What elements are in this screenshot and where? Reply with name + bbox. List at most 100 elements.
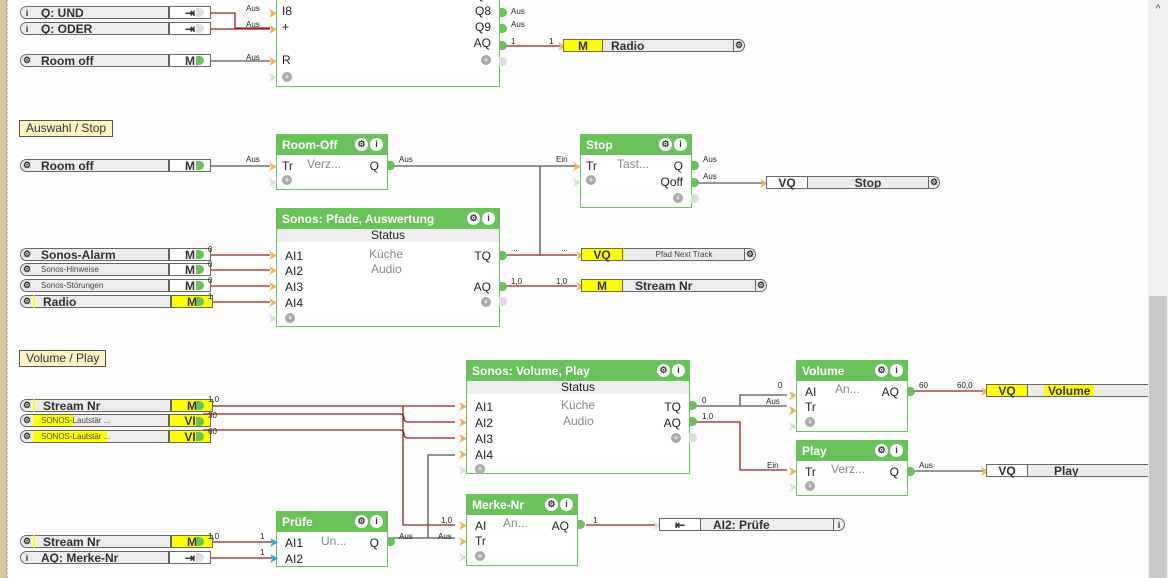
input-pin[interactable] [981,387,989,396]
scroll-up-icon[interactable]: ^ [1155,3,1161,15]
input-pin[interactable] [269,298,277,307]
input-pin[interactable] [789,422,797,431]
input-pin[interactable] [459,466,467,475]
output-pin[interactable] [196,537,204,546]
input-pin[interactable] [269,25,277,34]
info-icon[interactable]: i [672,364,685,377]
gear-icon[interactable]: ⚙ [355,515,368,528]
input-aq-merke-nr[interactable]: i AQ: Merke-Nr ⇥ [20,551,211,565]
input-pin[interactable] [269,266,277,275]
input-pin[interactable] [459,553,467,562]
scrollbar-thumb[interactable] [1149,296,1167,578]
output-pin[interactable] [691,178,699,187]
output-pin[interactable] [689,433,697,442]
input-sonos-stoerungen[interactable]: ⚙ Sonos-Störungen M [20,279,211,293]
input-q-und[interactable]: i Q: UND ⇥ [20,6,211,20]
output-pin[interactable] [387,161,395,170]
output-radio[interactable]: M Radio ⚙ [563,39,745,53]
output-pin[interactable] [689,401,697,410]
gear-icon[interactable]: ⚙ [355,138,368,151]
input-radio[interactable]: ⚙ Radio M [20,295,213,309]
output-ai2-pruefe[interactable]: ⇤ AI2: Prüfe i [659,518,845,532]
input-pin[interactable] [270,538,278,547]
input-sonos-hinweise[interactable]: ⚙ Sonos-Hinweise M [20,263,211,277]
output-pin[interactable] [499,282,507,291]
input-pin[interactable] [558,42,566,51]
gear-icon[interactable]: ⚙ [734,39,745,52]
output-play[interactable]: VQ Play [986,464,1168,478]
output-pin[interactable] [689,417,697,426]
block-pruefe[interactable]: Prüfe ⚙i AI1 AI2 Un... Q [276,511,388,567]
block-play[interactable]: Play ⚙i Tr Verz... Q + [796,440,908,496]
input-pin[interactable] [789,406,797,415]
input-stream-nr[interactable]: ⚙ Stream Nr M [20,399,213,413]
add-input-icon[interactable]: + [475,551,485,561]
output-pin[interactable] [387,537,395,546]
add-input-icon[interactable]: + [586,175,596,185]
add-output-icon[interactable]: + [481,55,491,65]
input-pin[interactable] [576,282,584,291]
info-icon[interactable]: i [560,498,573,511]
input-pin[interactable] [459,434,467,443]
block-room-off[interactable]: Room-Off ⚙i Tr Verz... Q + [276,134,388,190]
output-pin[interactable] [196,297,204,306]
input-pin[interactable] [269,251,277,260]
input-pin[interactable] [789,467,797,476]
add-output-icon[interactable]: + [671,433,681,443]
gear-icon[interactable]: ⚙ [756,279,767,292]
input-room-off-top[interactable]: ⚙ Room off M [20,54,211,68]
add-output-icon[interactable]: + [673,193,683,203]
gear-icon[interactable]: ⚙ [657,364,670,377]
output-pin[interactable] [691,161,699,170]
input-pin[interactable] [981,467,989,476]
gear-icon[interactable]: ⚙ [875,364,888,377]
input-pin[interactable] [459,402,467,411]
output-stop[interactable]: VQ Stop ⚙ [766,176,940,190]
add-input-icon[interactable]: + [805,417,815,427]
input-pin[interactable] [269,73,277,82]
info-icon[interactable]: i [674,138,687,151]
input-stream-nr-2[interactable]: ⚙ Stream Nr M [20,535,213,549]
output-volume[interactable]: VQ Volume [986,384,1164,398]
output-pin[interactable] [499,297,507,306]
input-pin[interactable] [269,9,277,18]
output-pin[interactable] [196,161,204,170]
gear-icon[interactable]: ⚙ [875,444,888,457]
input-pin[interactable] [459,418,467,427]
add-input-icon[interactable]: + [475,464,485,474]
add-input-icon[interactable]: + [282,72,292,82]
input-room-off[interactable]: ⚙ Room off M [20,159,211,173]
output-pin[interactable] [196,401,204,410]
input-q-oder[interactable]: i Q: ODER ⇥ [20,22,211,36]
output-pin[interactable] [196,250,204,259]
input-pin[interactable] [789,391,797,400]
output-pin[interactable] [196,8,204,17]
output-pin[interactable] [907,467,915,476]
output-pin[interactable] [907,387,915,396]
input-sonos-lautstaerke-2[interactable]: ⚙ SONOS-Lautstär ... VI [20,430,211,444]
block-sonos-volume-play[interactable]: Sonos: Volume, Play ⚙i Status AI1 AI2 AI… [466,360,690,474]
info-icon[interactable]: i [370,138,383,151]
input-pin[interactable] [459,450,467,459]
output-pin[interactable] [196,265,204,274]
block-sonos-pfade[interactable]: Sonos: Pfade, Auswertung ⚙i Status AI1 A… [276,208,500,327]
input-pin[interactable] [576,251,584,260]
output-stream-nr[interactable]: M Stream Nr ⚙ [581,279,767,293]
input-pin[interactable] [459,521,467,530]
gear-icon[interactable]: ⚙ [467,212,480,225]
output-pin[interactable] [499,8,507,17]
input-sonos-lautstaerke-1[interactable]: ⚙ SONOS-Lautstär ... VI [20,414,211,428]
input-pin[interactable] [269,178,277,187]
output-pin[interactable] [577,520,585,529]
output-pin[interactable] [691,194,699,203]
add-input-icon[interactable]: + [282,175,292,185]
add-input-icon[interactable]: + [285,313,295,323]
output-pin[interactable] [499,41,507,50]
output-pin[interactable] [196,281,204,290]
gear-icon[interactable]: ⚙ [929,176,940,189]
block-volume[interactable]: Volume ⚙i AI Tr An... AQ + [796,360,908,432]
output-pin[interactable] [196,24,204,33]
info-icon[interactable]: i [370,515,383,528]
info-icon[interactable]: i [482,212,495,225]
